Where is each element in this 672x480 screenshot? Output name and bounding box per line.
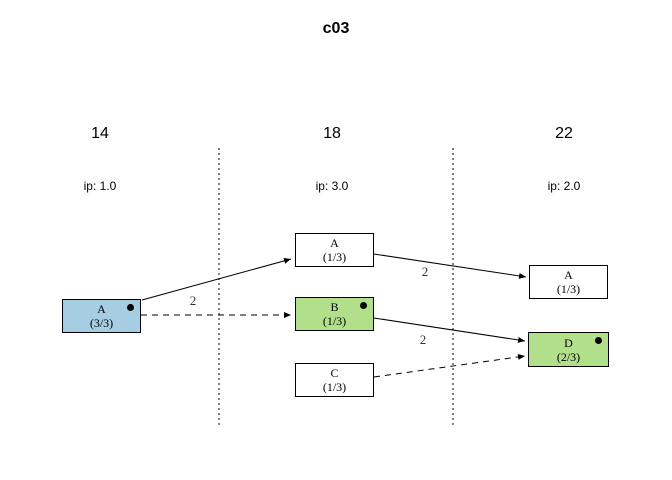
edge-a18-a22 — [373, 253, 527, 279]
node-A-18: A (1/3) — [295, 233, 374, 267]
node-fraction: (2/3) — [556, 349, 581, 364]
column-header-14: 14 — [91, 125, 109, 142]
node-fraction: (1/3) — [322, 250, 347, 264]
edge-weight-label-a18-a22: 2 — [421, 264, 429, 279]
node-fraction: (3/3) — [89, 316, 114, 330]
edge-b18-d22 — [373, 317, 526, 343]
column-ip-label-14: ip: 1.0 — [83, 179, 117, 193]
node-A-22: A (1/3) — [529, 265, 608, 299]
node-D-22: D (2/3) — [528, 332, 609, 367]
plot-title: c03 — [322, 20, 350, 37]
node-label: D — [564, 335, 573, 350]
node-label: B — [330, 300, 339, 314]
node-C-18: C (1/3) — [295, 363, 374, 397]
marker-dot-icon — [360, 302, 367, 309]
marker-dot-icon — [595, 337, 602, 344]
edge-c18-d22 — [373, 353, 526, 378]
node-label: C — [330, 366, 339, 380]
column-header-22: 22 — [555, 125, 573, 142]
edge-weight-label-b18-d22: 2 — [419, 332, 427, 347]
edge-a14-a18 — [141, 257, 292, 301]
node-fraction: (1/3) — [556, 282, 581, 296]
node-label: A — [330, 236, 339, 250]
node-B-18: B (1/3) — [295, 297, 374, 331]
node-fraction: (1/3) — [322, 380, 347, 394]
node-fraction: (1/3) — [322, 314, 347, 328]
edge-weight-label-a14-a18: 2 — [189, 293, 197, 308]
node-label: A — [564, 268, 573, 282]
column-ip-label-22: ip: 2.0 — [547, 179, 581, 193]
marker-dot-icon — [127, 304, 134, 311]
column-ip-label-18: ip: 3.0 — [315, 179, 349, 193]
column-header-18: 18 — [323, 125, 341, 142]
node-label: A — [97, 302, 106, 316]
node-A-14: A (3/3) — [62, 299, 141, 333]
